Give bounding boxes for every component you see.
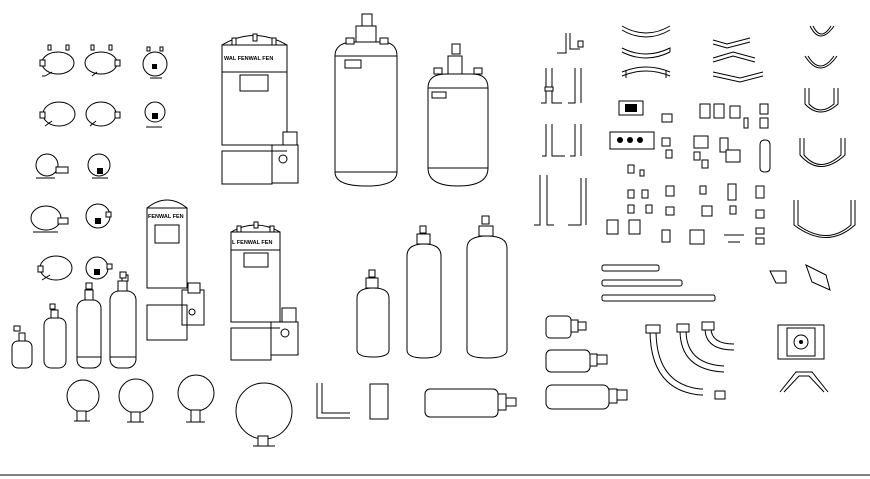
hoses xyxy=(601,264,735,400)
vertical-bottles-left xyxy=(11,271,137,369)
bottle-v-2 xyxy=(43,303,67,369)
cylinder-h-3 xyxy=(142,46,168,79)
cylinder-h-6 xyxy=(144,101,166,128)
brackets-column xyxy=(534,33,587,226)
center-bottles xyxy=(356,215,508,359)
right-bottom-parts xyxy=(769,263,831,393)
bottle-v-3 xyxy=(76,282,102,369)
cylinder-h-4 xyxy=(39,101,76,127)
fenwal-label-1: WAL FENWAL FEN xyxy=(224,56,273,62)
fenwal-tank-mid-2: L FENWAL FEN xyxy=(230,221,299,361)
h-bottle-2 xyxy=(545,349,608,373)
h-bottle-3 xyxy=(545,384,628,410)
cylinder-h-5 xyxy=(85,101,121,127)
medium-tank-center xyxy=(427,43,489,187)
fenwal-tank-mid-1: FENWAL FEN xyxy=(146,199,205,341)
angle-bracket xyxy=(316,383,350,419)
bottle-v-4 xyxy=(109,271,137,369)
sphere-3 xyxy=(177,374,215,423)
fenwal-tank-top: WAL FENWAL FEN xyxy=(221,33,299,185)
cylinder-h-8 xyxy=(87,153,111,179)
fenwal-label-2: FENWAL FEN xyxy=(148,214,184,220)
center-bottle-3 xyxy=(466,215,508,359)
small-horizontal-cylinders xyxy=(30,44,168,282)
cylinder-h-2 xyxy=(84,44,121,77)
cylinder-h-9 xyxy=(30,205,69,233)
center-bottle-2 xyxy=(406,225,442,359)
fenwal-label-3: L FENWAL FEN xyxy=(232,240,272,246)
h-bottle-1 xyxy=(545,315,587,339)
bottle-v-1 xyxy=(11,325,33,369)
horizontal-cylinder xyxy=(424,388,499,418)
sphere-2 xyxy=(118,378,154,423)
sphere-1 xyxy=(66,379,100,422)
fittings-cluster xyxy=(606,100,771,245)
spheres xyxy=(66,374,293,447)
saddle-brackets xyxy=(621,25,856,238)
sphere-4 xyxy=(235,382,293,447)
cylinder-h-10 xyxy=(85,203,112,229)
cylinder-h-7 xyxy=(35,153,69,179)
tall-tank-center xyxy=(334,13,398,187)
cylinder-h-11 xyxy=(37,255,73,281)
bottom-center-parts xyxy=(316,383,517,420)
cylinder-h-1 xyxy=(39,44,75,77)
plate-bracket xyxy=(369,383,389,420)
center-bottle-1 xyxy=(356,269,390,358)
small-horizontal-bottles xyxy=(545,315,628,410)
